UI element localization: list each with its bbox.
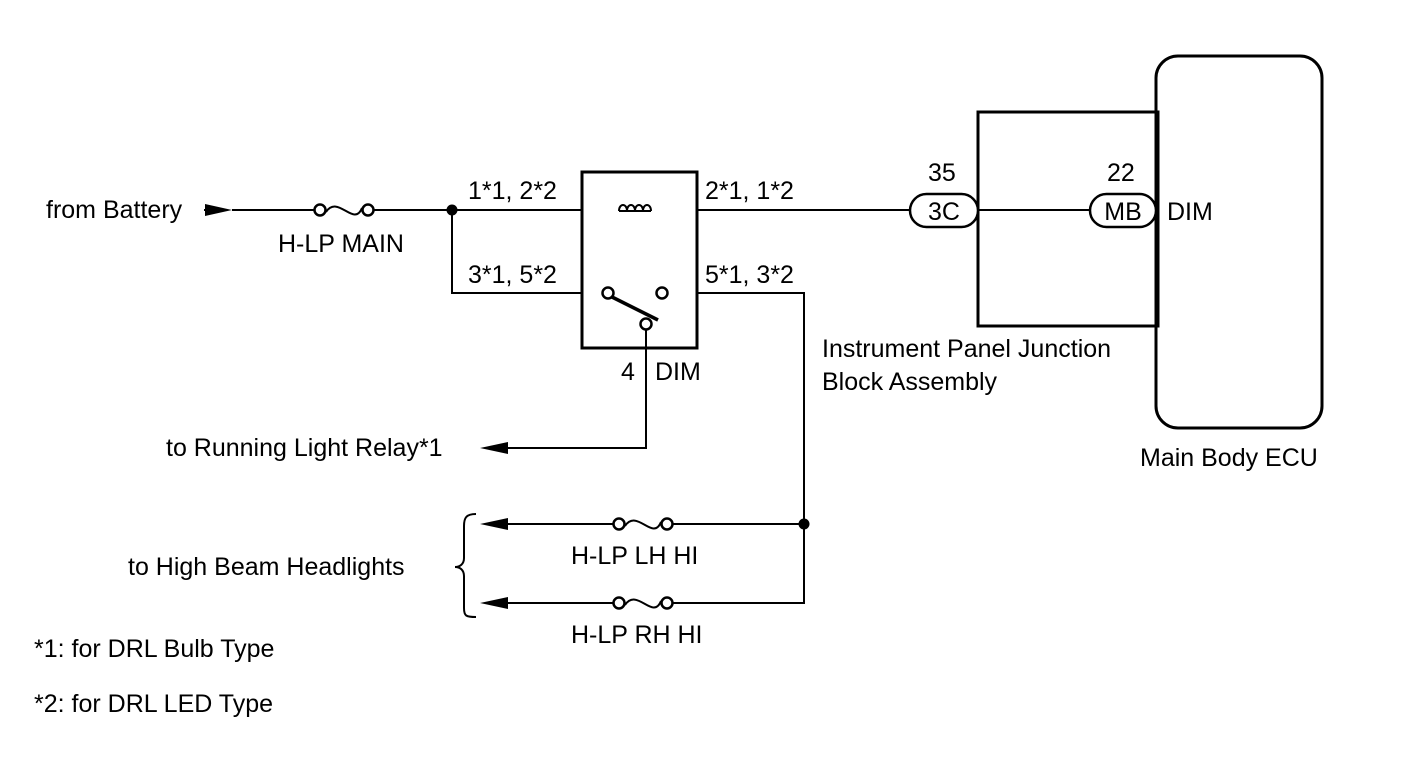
jb-name-line2: Block Assembly — [822, 368, 998, 396]
running-light-label: to Running Light Relay*1 — [166, 434, 443, 462]
arrow-icon-running-light — [480, 442, 508, 454]
ecu-name-label: Main Body ECU — [1140, 444, 1318, 472]
switch-in-wire — [451, 210, 582, 294]
relay-coil-in-label: 1*1, 2*2 — [468, 177, 557, 205]
high-beam-label: to High Beam Headlights — [128, 553, 405, 581]
fuse-icon-lh — [612, 517, 674, 531]
relay-coil-out-label: 2*1, 1*2 — [705, 177, 794, 205]
connector-3c — [908, 192, 980, 229]
junction-dot-main — [446, 204, 458, 216]
jb-name-line1: Instrument Panel Junction — [822, 335, 1111, 363]
arrow-icon-lh — [480, 518, 508, 530]
fuse-icon-rh — [612, 596, 674, 610]
relay-box — [580, 170, 699, 350]
wires — [232, 209, 1090, 604]
jb-connector-label: 3C — [928, 198, 960, 226]
connector-mb — [1088, 192, 1158, 229]
h-lp-lh-hi-label: H-LP LH HI — [571, 542, 698, 570]
junction-dot-headlights — [798, 518, 810, 530]
fuse-icon-main — [313, 203, 375, 217]
from-battery-label: from Battery — [46, 196, 183, 224]
h-lp-main-label: H-LP MAIN — [278, 230, 404, 258]
arrow-icon-battery — [205, 204, 232, 216]
arrow-icon-rh — [480, 597, 508, 609]
relay-switch-out-label: 5*1, 3*2 — [705, 261, 794, 289]
footnote-1: *1: for DRL Bulb Type — [34, 635, 274, 663]
footnote-2: *2: for DRL LED Type — [34, 690, 273, 718]
ecu-pin-number: 22 — [1107, 159, 1135, 187]
ecu-box — [1154, 54, 1324, 430]
relay-switch-icon — [601, 286, 669, 331]
ecu-connector-label: MB — [1104, 198, 1142, 226]
relay-switch-in-label: 3*1, 5*2 — [468, 261, 557, 289]
jb-pin-number: 35 — [928, 159, 956, 187]
dim-out-wire — [500, 325, 647, 449]
relay-pin-name: DIM — [655, 358, 701, 386]
switch-out-wire — [672, 292, 805, 604]
relay-pin-number: 4 — [621, 358, 635, 386]
brace-icon — [454, 513, 477, 618]
relay-coil-icon — [618, 202, 659, 216]
ecu-signal-label: DIM — [1167, 198, 1213, 226]
h-lp-rh-hi-label: H-LP RH HI — [571, 621, 703, 649]
